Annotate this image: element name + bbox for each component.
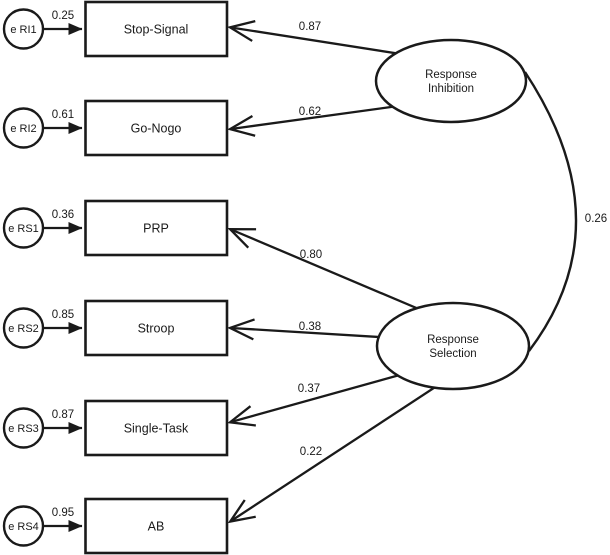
loading-value: 0.80 (300, 249, 322, 261)
loading-value: 0.22 (300, 446, 322, 458)
task-box-ab (84, 497, 229, 555)
loading-arrow-go-nogo (227, 101, 421, 137)
task-label: Stroop (138, 322, 175, 336)
task-label: Stop-Signal (124, 23, 189, 37)
loading-value: 0.37 (298, 383, 320, 395)
correlation-value: 0.26 (585, 213, 607, 225)
loading-value: 0.38 (299, 321, 321, 333)
task-box-stroop (84, 299, 229, 357)
error-circle-ri1 (2, 8, 45, 50)
error-circle-rs4 (2, 505, 45, 547)
task-label: AB (148, 520, 165, 534)
correlation-arc (523, 71, 578, 352)
loading-arrow-prp (227, 227, 441, 320)
loading-arrow-stop-signal (227, 20, 421, 59)
task-box-prp (84, 199, 229, 257)
error-variance-value: 0.85 (52, 309, 74, 321)
error-circle-label: e RS4 (8, 521, 39, 533)
error-variance-value: 0.25 (52, 10, 74, 22)
task-box-stop-signal (84, 0, 229, 58)
factor-label-line1: Response (427, 334, 479, 346)
task-label: PRP (143, 222, 169, 236)
task-label: Single-Task (124, 422, 189, 436)
loading-arrow-ab (227, 379, 447, 524)
error-circle-label: e RS2 (8, 323, 39, 335)
error-circle-label: e RI2 (10, 123, 36, 135)
factor-label-line2: Inhibition (428, 83, 474, 95)
factor-ellipse-response-selection (375, 301, 531, 391)
loading-value: 0.62 (299, 106, 321, 118)
factor-label-line1: Response (425, 69, 477, 81)
error-circle-label: e RI1 (10, 24, 36, 36)
error-circle-rs3 (2, 407, 45, 449)
error-variance-value: 0.61 (52, 109, 74, 121)
loading-value: 0.87 (299, 21, 321, 33)
error-circle-rs1 (2, 207, 45, 249)
error-circle-label: e RS1 (8, 223, 39, 235)
error-variance-value: 0.87 (52, 409, 74, 421)
error-circle-rs2 (2, 307, 45, 349)
factor-ellipse-response-inhibition (374, 38, 528, 124)
factor-label-line2: Selection (429, 348, 476, 360)
task-box-single-task (84, 399, 229, 457)
error-variance-value: 0.36 (52, 209, 74, 221)
error-variance-value: 0.95 (52, 507, 74, 519)
task-box-go-nogo (84, 99, 229, 157)
error-circle-label: e RS3 (8, 423, 39, 435)
error-circle-ri2 (2, 107, 45, 149)
task-label: Go-Nogo (131, 122, 182, 136)
